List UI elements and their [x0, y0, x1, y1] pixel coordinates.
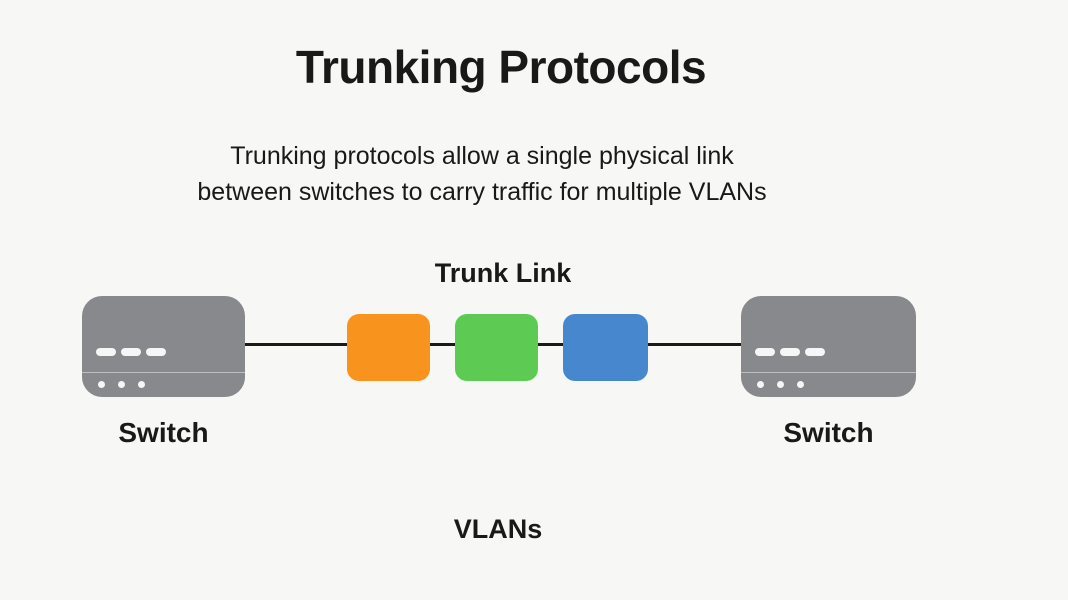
page-subtitle: Trunking protocols allow a single physic…: [0, 138, 964, 210]
switch-left-icon: [82, 296, 245, 397]
port-dash-icon: [755, 348, 775, 356]
port-dash-icon: [121, 348, 141, 356]
switch-left-label: Switch: [118, 417, 209, 448]
switch-panel-divider: [82, 372, 245, 373]
switch-leds-icon: [98, 381, 145, 388]
page-title: Trunking Protocols: [295, 41, 707, 93]
switch-right-icon: [741, 296, 916, 397]
led-dot-icon: [118, 381, 125, 388]
vlan-box-blue: [563, 314, 648, 381]
switch-leds-icon: [757, 381, 804, 388]
port-dash-icon: [780, 348, 800, 356]
port-dash-icon: [146, 348, 166, 356]
led-dot-icon: [797, 381, 804, 388]
switch-ports-icon: [755, 348, 825, 356]
subtitle-line-1: Trunking protocols allow a single physic…: [230, 142, 734, 170]
switch-right-label: Switch: [783, 417, 874, 448]
vlan-box-green: [455, 314, 538, 381]
subtitle-line-2: between switches to carry traffic for mu…: [197, 178, 767, 206]
port-dash-icon: [805, 348, 825, 356]
led-dot-icon: [138, 381, 145, 388]
switch-panel-divider: [741, 372, 916, 373]
led-dot-icon: [777, 381, 784, 388]
trunk-link-label: Trunk Link: [434, 258, 572, 288]
led-dot-icon: [757, 381, 764, 388]
vlans-label: VLANs: [453, 514, 543, 544]
switch-ports-icon: [96, 348, 166, 356]
port-dash-icon: [96, 348, 116, 356]
vlan-box-orange: [347, 314, 430, 381]
led-dot-icon: [98, 381, 105, 388]
